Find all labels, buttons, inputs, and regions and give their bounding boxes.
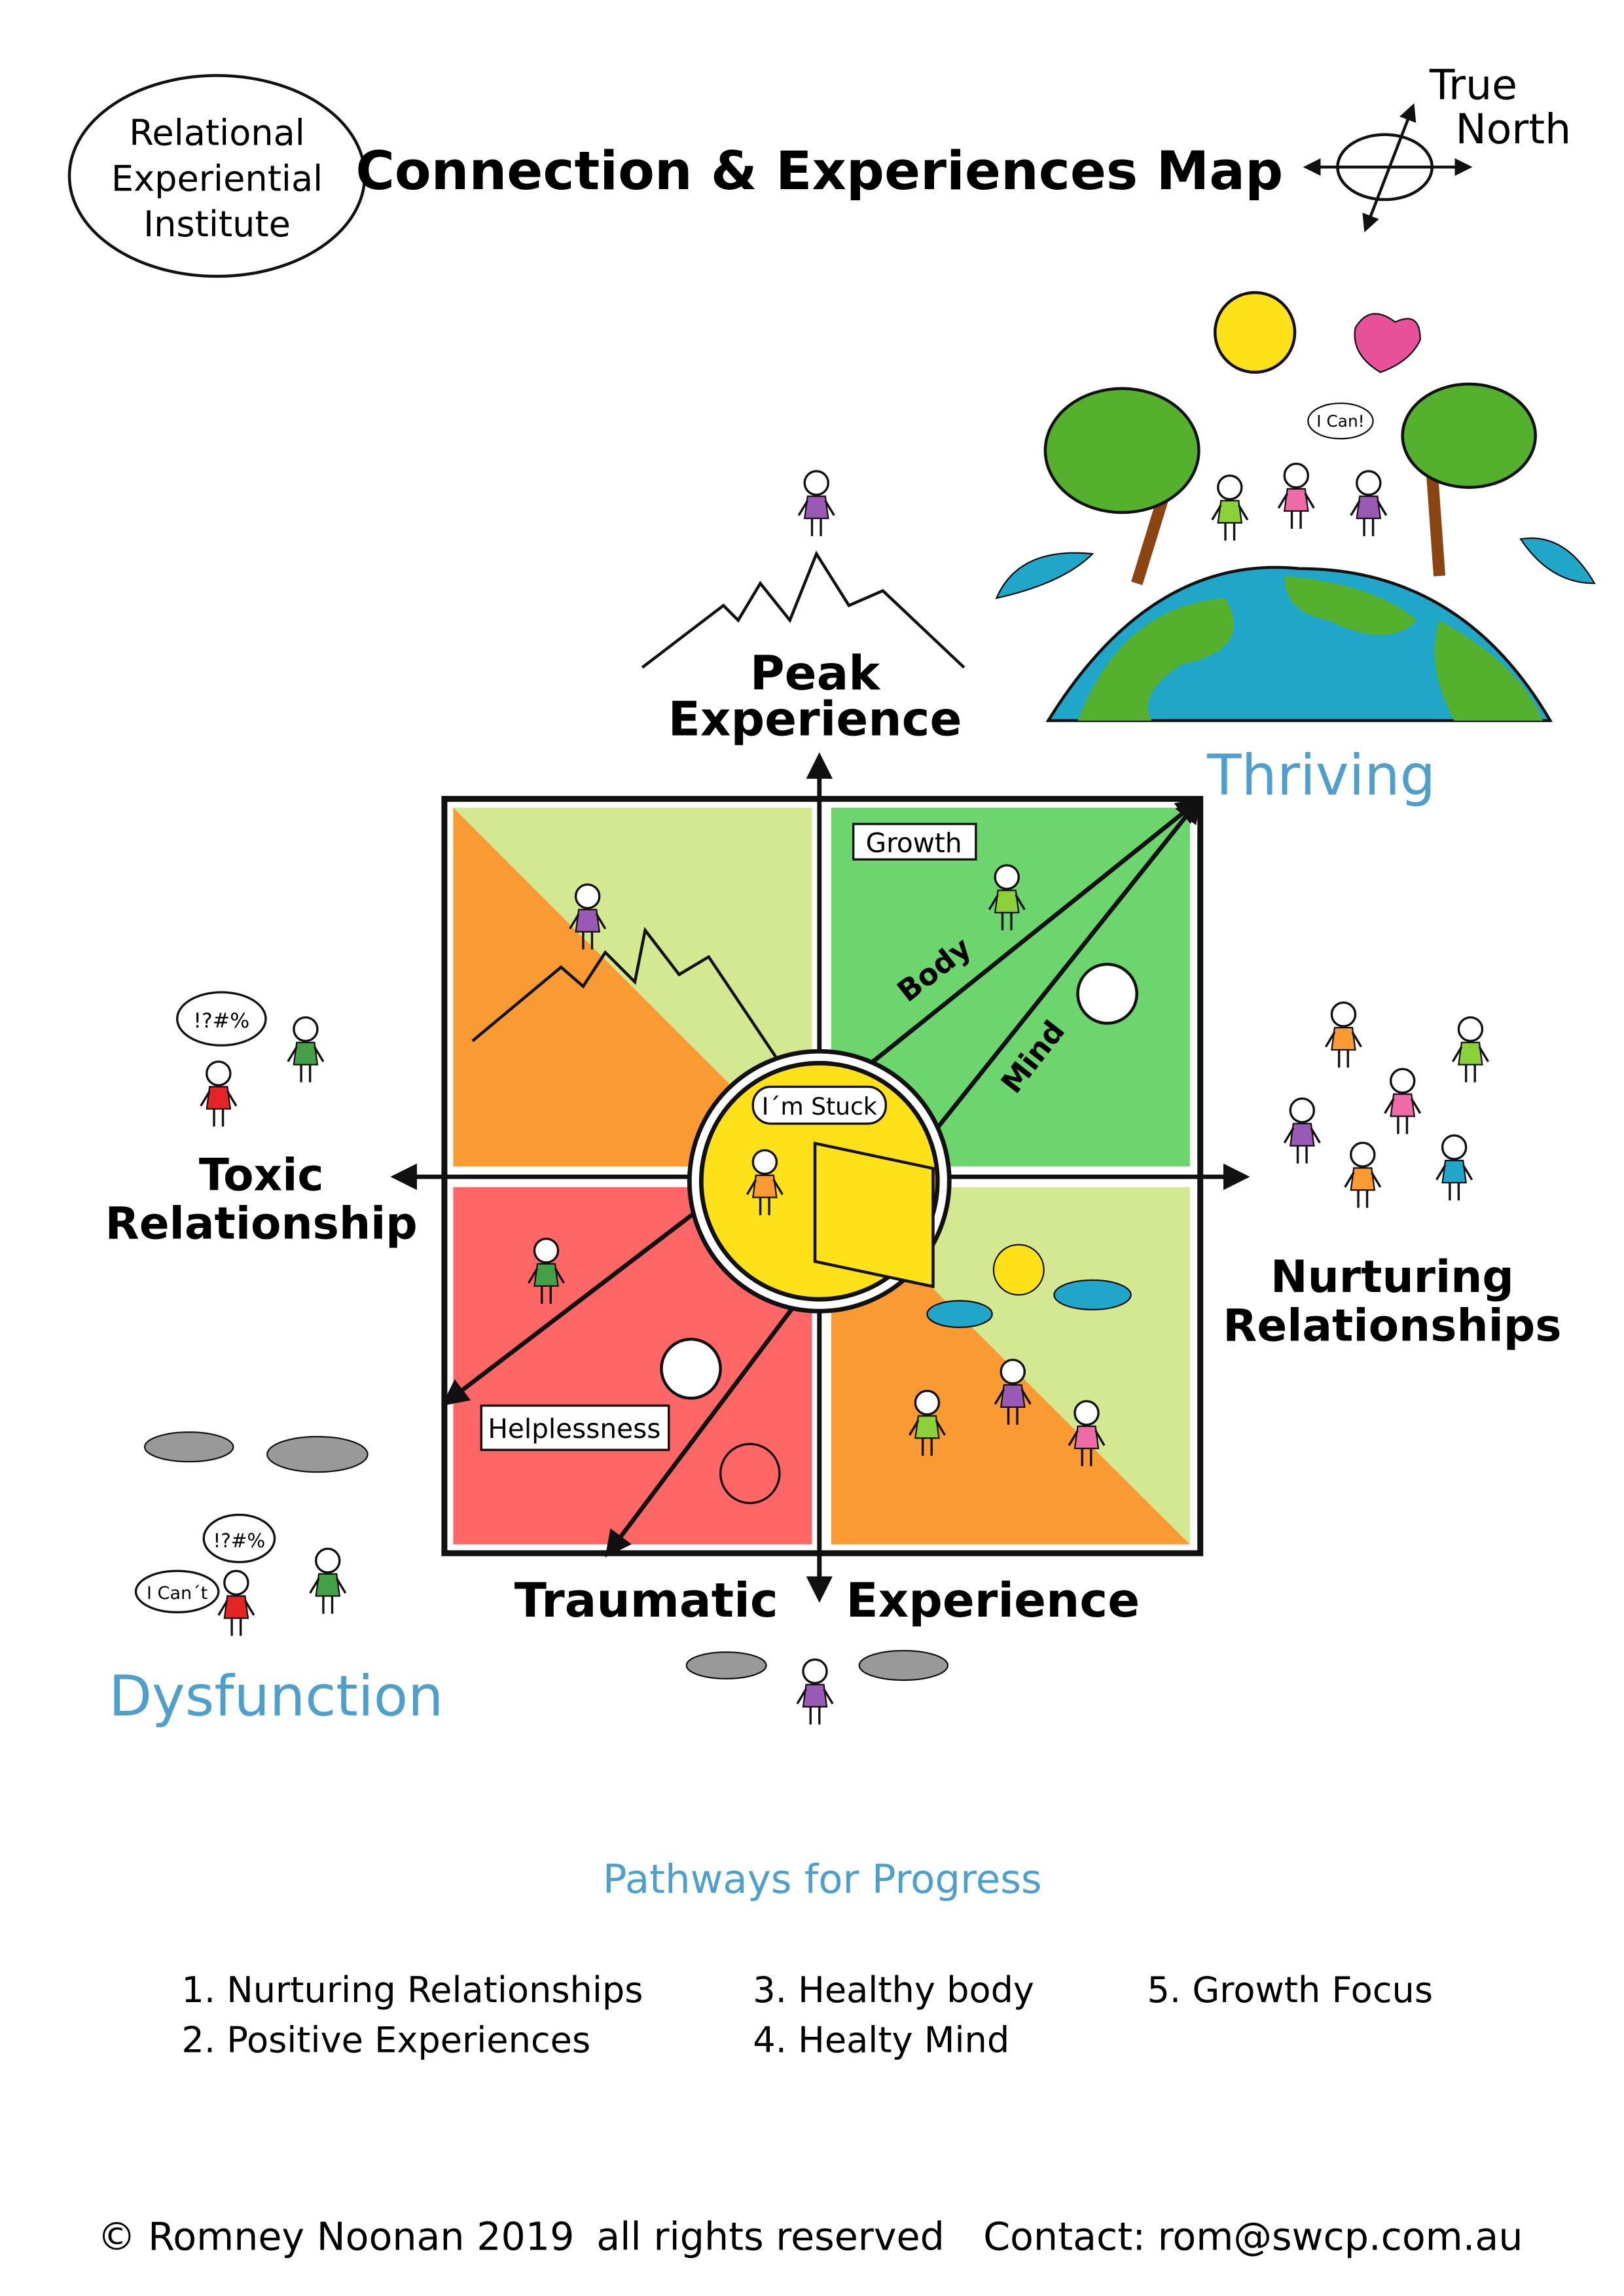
i-can-bubble: I Can! [1316,412,1364,431]
compass-icon: True North [1303,60,1572,233]
axis-bottom-label-traumatic: Traumatic [514,1573,778,1628]
pathway-item-1: 1. Nurturing Relationships [181,1969,643,2011]
traumatic-illustration [685,1649,949,1726]
axis-top-label-2: Experience [668,692,962,747]
thriving-label: Thriving [1206,743,1435,808]
logo-line-2: Experiential [111,158,323,199]
axis-top-label-1: Peak [750,647,882,702]
dysfunction-swear-bubble: !?#% [213,1530,266,1552]
axis-bottom-label-experience: Experience [846,1573,1140,1628]
growth-label: Growth [866,827,962,859]
pathway-item-4: 4. Healty Mind [753,2019,1009,2060]
i-cant-bubble: I Can´t [147,1583,208,1604]
nurturing-group-illustration [1283,1001,1490,1210]
dysfunction-label: Dysfunction [109,1664,443,1729]
thriving-globe-illustration: I Can! [995,291,1596,723]
north-label: North [1456,105,1572,153]
peak-mountain-illustration [641,470,965,669]
helplessness-label: Helplessness [488,1413,660,1444]
page-title: Connection & Experiences Map [355,141,1283,202]
true-label: True [1429,60,1517,109]
footer-copyright: © Romney Noonan 2019 [98,2215,575,2259]
axis-left-label-2: Relationship [105,1198,418,1249]
toxic-swear-bubble: !?#% [193,1009,249,1033]
brick-wall-icon [813,1141,935,1289]
pathways-title: Pathways for Progress [603,1856,1042,1903]
stuck-center-circle: I´m Stuck [687,1049,952,1314]
logo-line-3: Institute [143,204,291,245]
pathway-item-2: 2. Positive Experiences [181,2019,590,2060]
pathway-item-3: 3. Healthy body [753,1969,1034,2011]
pathway-item-5: 5. Growth Focus [1147,1969,1433,2011]
axis-right-label-1: Nurturing [1271,1251,1514,1302]
footer-rights: all rights reserved [596,2215,945,2259]
quadrant-grid: I´m Stuck Growth Body Mind Helplessness [390,752,1250,1603]
axis-right-label-2: Relationships [1223,1299,1561,1351]
dysfunction-illustration: !?#% I Can´t [134,1431,369,1638]
axis-left-label-1: Toxic [199,1149,324,1200]
footer-contact[interactable]: Contact: rom@swcp.com.au [983,2215,1523,2259]
stuck-label: I´m Stuck [762,1093,877,1121]
institute-logo: Relational Experiential Institute [67,74,367,278]
toxic-relationship-illustration: !?#% [175,991,325,1128]
logo-line-1: Relational [129,112,305,153]
